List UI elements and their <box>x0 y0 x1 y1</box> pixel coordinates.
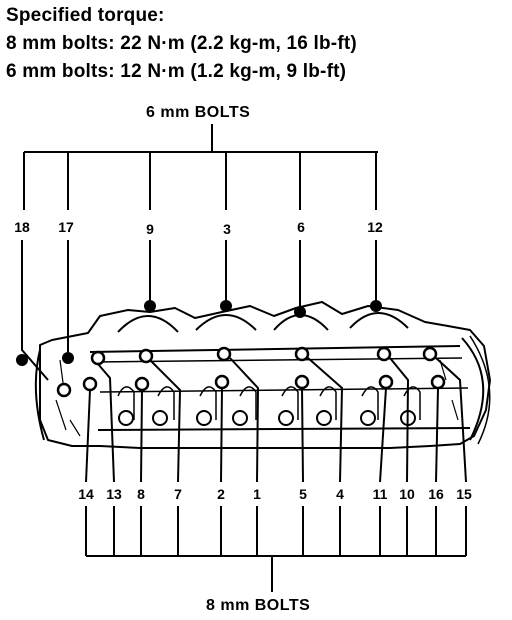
bolt-number-10: 10 <box>399 486 415 502</box>
bolt-number-11: 11 <box>372 486 388 502</box>
bolt-number-4: 4 <box>336 486 344 502</box>
bolt-number-18: 18 <box>14 219 30 235</box>
spec-6mm-bolts: 6 mm bolts: 12 N·m (1.2 kg-m, 9 lb-ft) <box>6 61 347 82</box>
bolt-number-6: 6 <box>297 219 305 235</box>
bolt-number-12: 12 <box>367 219 383 235</box>
label-6mm-bolts: 6 mm BOLTS <box>146 104 251 121</box>
bolt-number-5: 5 <box>299 486 307 502</box>
label-8mm-bolts: 8 mm BOLTS <box>206 597 311 614</box>
torque-specification: Specified torque: 8 mm bolts: 22 N·m (2.… <box>6 2 357 86</box>
spec-title: Specified torque: <box>6 5 165 26</box>
bolt-number-14: 14 <box>78 486 94 502</box>
bolt-number-8: 8 <box>137 486 145 502</box>
bolt-heads-6mm <box>16 300 382 366</box>
bolt-number-13: 13 <box>106 486 122 502</box>
cylinder-head-body <box>34 301 491 449</box>
bolt-number-15: 15 <box>456 486 472 502</box>
bolt-number-2: 2 <box>217 486 225 502</box>
leader-lines-6mm <box>21 124 378 381</box>
bolt-number-7: 7 <box>174 486 182 502</box>
bolt-number-16: 16 <box>428 486 444 502</box>
leader-lines-8mm <box>85 357 467 592</box>
spec-8mm-bolts: 8 mm bolts: 22 N·m (2.2 kg-m, 16 lb-ft) <box>6 33 357 54</box>
bolt-number-17: 17 <box>58 219 74 235</box>
bolt-number-1: 1 <box>253 486 261 502</box>
bolt-number-3: 3 <box>223 221 231 237</box>
bolt-number-9: 9 <box>146 221 154 237</box>
